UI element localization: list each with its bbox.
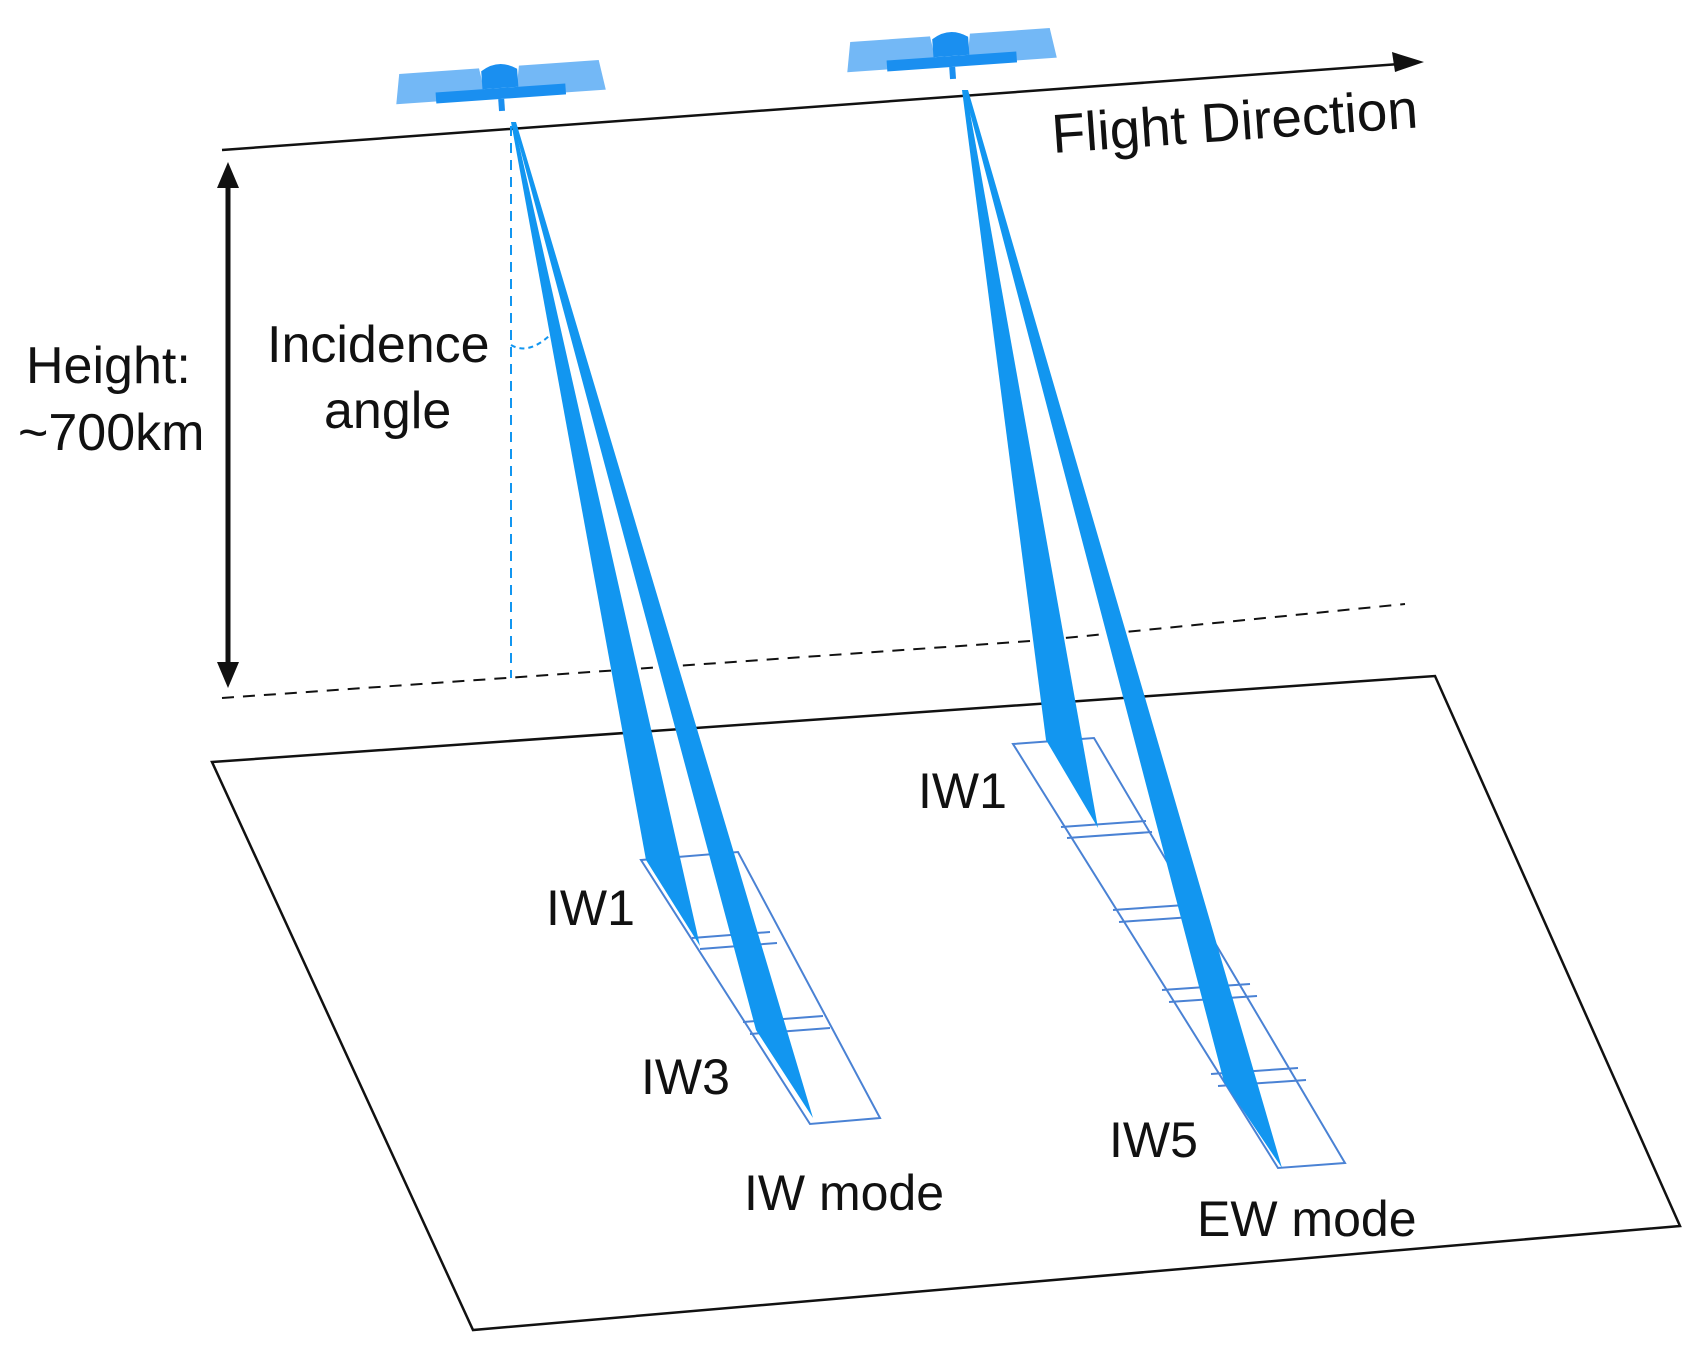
arrow-right-icon: [1392, 52, 1424, 72]
ew-beam-near: [962, 90, 1098, 828]
flight-path-line: [221, 62, 1401, 152]
height-arrow-bottom-icon: [217, 662, 239, 688]
iw-mode-swath-last-label: IW3: [641, 1049, 730, 1105]
height-label-line2: ~700km: [18, 404, 204, 462]
ew-mode-swath-first-label: IW1: [918, 763, 1007, 819]
reference-dashed-line-upper: [1044, 603, 1406, 641]
ground-plane: [210, 674, 1682, 1332]
satellite-icon: [396, 60, 606, 112]
incidence-angle-arc: [510, 335, 550, 350]
ew-mode-swath-last-label: IW5: [1109, 1112, 1198, 1168]
flight-direction-label: Flight Direction: [1050, 78, 1420, 165]
iw-beam-far: [513, 122, 813, 1118]
incidence-angle-label-line1: Incidence: [267, 316, 490, 374]
height-label-line1: Height:: [26, 337, 191, 395]
iw-mode-beams: [511, 122, 813, 1118]
incidence-angle-label-line2: angle: [324, 382, 451, 440]
reference-dashed-line-lower: [221, 639, 1046, 699]
ew-mode-beams: [962, 90, 1282, 1168]
ew-beam-far: [964, 90, 1282, 1168]
iw-mode-label: IW mode: [744, 1165, 944, 1221]
height-arrow-top-icon: [217, 162, 239, 188]
ew-mode-label: EW mode: [1197, 1191, 1417, 1247]
satellite-icon: [847, 28, 1057, 80]
iw-beam-near: [511, 122, 700, 946]
iw-mode-swath-first-label: IW1: [546, 880, 635, 936]
